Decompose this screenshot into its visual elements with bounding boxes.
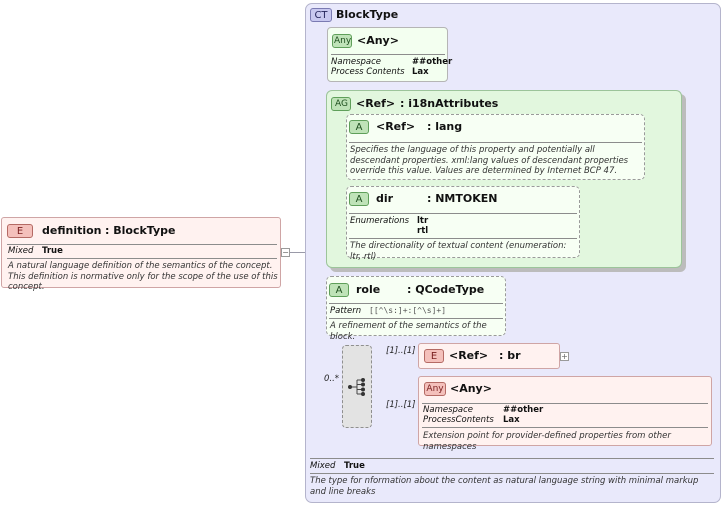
divider (349, 142, 642, 143)
role-attribute-box[interactable]: A role : QCodeType Pattern [[^\s:]+:[^\s… (326, 276, 506, 342)
role-documentation: A refinement of the semantics of the blo… (330, 321, 487, 342)
divider (331, 54, 445, 55)
divider (7, 258, 277, 259)
definition-mixed-value: True (42, 246, 63, 256)
element-badge-icon: E (7, 224, 33, 238)
role-type: : QCodeType (407, 283, 485, 296)
attr-group-name: <Ref> (356, 97, 396, 110)
any2-documentation: Extension point for provider-defined pro… (423, 431, 671, 452)
sequence-compositor[interactable] (342, 345, 372, 428)
attribute-badge-icon: A (349, 192, 369, 206)
element-badge-icon: E (424, 349, 444, 363)
sequence-icon (348, 378, 365, 396)
lang-name: <Ref> (376, 120, 416, 133)
br-name: <Ref> (449, 349, 489, 362)
any2-name: <Any> (450, 382, 492, 395)
divider (349, 238, 577, 239)
definition-type: : BlockType (105, 224, 176, 237)
lang-type: : lang (427, 120, 463, 133)
attribute-badge-icon: A (349, 120, 369, 134)
any2-namespace-label: Namespace (423, 405, 474, 415)
any-wildcard-box[interactable]: Any <Any> Namespace ##other Process Cont… (327, 27, 452, 82)
any2-cardinality: [1]..[1] (386, 400, 416, 410)
any-badge-icon: Any (424, 382, 446, 396)
br-cardinality: [1]..[1] (386, 346, 416, 356)
dir-documentation: The directionality of textual content (e… (350, 241, 567, 262)
br-element-box[interactable]: E <Ref> : br (418, 343, 560, 369)
divider (349, 213, 577, 214)
any-namespace-label: Namespace (331, 57, 382, 67)
any-process-value: Lax (412, 67, 429, 77)
collapse-definition-icon[interactable]: − (281, 248, 290, 257)
dir-type: : NMTOKEN (427, 192, 498, 205)
complex-type-badge-icon: CT (310, 8, 332, 22)
role-pattern-value: [[^\s:]+:[^\s]+] (369, 306, 447, 315)
any-extension-box[interactable]: Any <Any> Namespace ##other ProcessConte… (418, 376, 712, 452)
attr-group-type: : i18nAttributes (400, 97, 499, 110)
any-name: <Any> (357, 34, 399, 47)
divider (422, 427, 708, 428)
lang-documentation: Specifies the language of this property … (350, 145, 629, 176)
any2-process-label: ProcessContents (423, 415, 494, 425)
blocktype-documentation: The type for nformation about the conten… (310, 476, 699, 497)
attr-group-badge-icon: AG (331, 97, 351, 111)
divider (310, 473, 714, 474)
sequence-cardinality: 0..* (324, 374, 340, 384)
divider (310, 458, 714, 459)
definition-element-box[interactable]: E definition : BlockType Mixed True A na… (1, 217, 281, 292)
role-pattern-label: Pattern (330, 306, 362, 316)
any-badge-icon: Any (332, 34, 352, 48)
lang-attribute-box[interactable]: A <Ref> : lang Specifies the language of… (346, 114, 645, 180)
blocktype-name: BlockType (336, 8, 399, 21)
dir-enum-value: ltr (417, 216, 429, 226)
definition-name: definition (42, 224, 102, 237)
divider (7, 244, 277, 245)
definition-mixed-label: Mixed (8, 246, 34, 256)
dir-enumerations-label: Enumerations (350, 216, 410, 226)
br-type: : br (499, 349, 521, 362)
definition-documentation: A natural language definition of the sem… (8, 261, 278, 292)
any-namespace-value: ##other (412, 57, 453, 67)
role-name: role (356, 283, 381, 296)
connector-definition-to-blocktype (289, 252, 307, 253)
dir-enum-value: rtl (417, 226, 429, 236)
expand-br-icon[interactable]: + (560, 352, 569, 361)
any-process-label: Process Contents (331, 67, 405, 77)
blocktype-mixed-value: True (344, 461, 365, 471)
dir-name: dir (376, 192, 394, 205)
divider (422, 403, 708, 404)
any2-process-value: Lax (503, 415, 520, 425)
attribute-badge-icon: A (329, 283, 349, 297)
blocktype-mixed-label: Mixed (310, 461, 336, 471)
divider (329, 318, 503, 319)
divider (329, 303, 503, 304)
any2-namespace-value: ##other (503, 405, 544, 415)
dir-attribute-box[interactable]: A dir : NMTOKEN Enumerations ltr rtl The… (346, 186, 580, 262)
